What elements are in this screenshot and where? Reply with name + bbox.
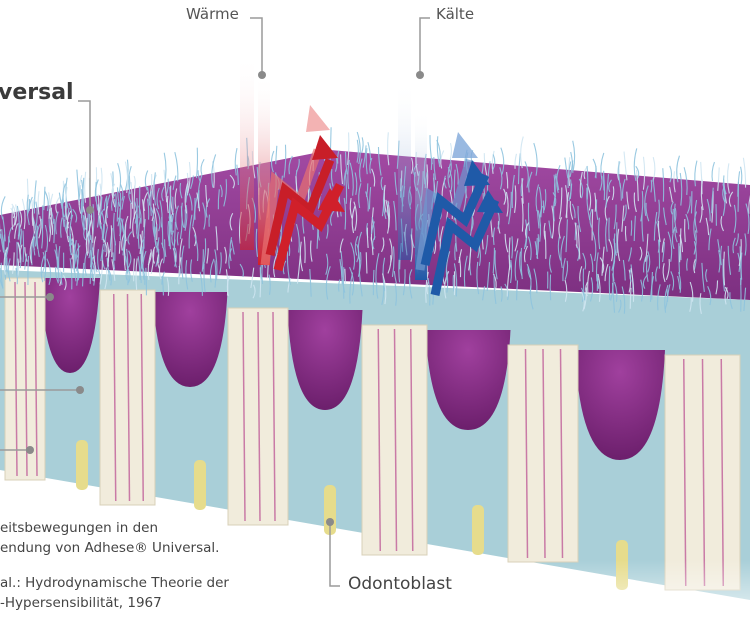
- dentin-columns: [4, 277, 741, 591]
- tubule-funnel: [287, 310, 363, 410]
- odontoblast: [194, 460, 206, 510]
- cold-arrows: [398, 80, 503, 296]
- tubule-funnel: [40, 278, 100, 373]
- dentin-pillar: [99, 289, 156, 506]
- caption-line-2: endung von Adhese® Universal.: [0, 540, 220, 556]
- odontoblast: [472, 505, 484, 555]
- leader-lines: [0, 17, 430, 587]
- tubule-funnel: [152, 292, 228, 387]
- odontoblast-label: Odontoblast: [348, 574, 452, 594]
- caption-line-1: eitsbewegungen in den: [0, 520, 159, 536]
- tubule-funnel: [425, 330, 511, 430]
- product-title: versal: [0, 80, 74, 105]
- heat-arrows: [240, 55, 345, 272]
- cold-label: Kälte: [436, 5, 475, 23]
- odontoblast: [76, 440, 88, 490]
- tubule-funnel: [575, 350, 665, 460]
- leader-dots: [26, 71, 424, 526]
- reference-line-2: -Hypersensibilität, 1967: [0, 595, 162, 611]
- heat-label: Wärme: [186, 5, 239, 23]
- reference-line-1: al.: Hydrodynamische Theorie der: [0, 575, 229, 591]
